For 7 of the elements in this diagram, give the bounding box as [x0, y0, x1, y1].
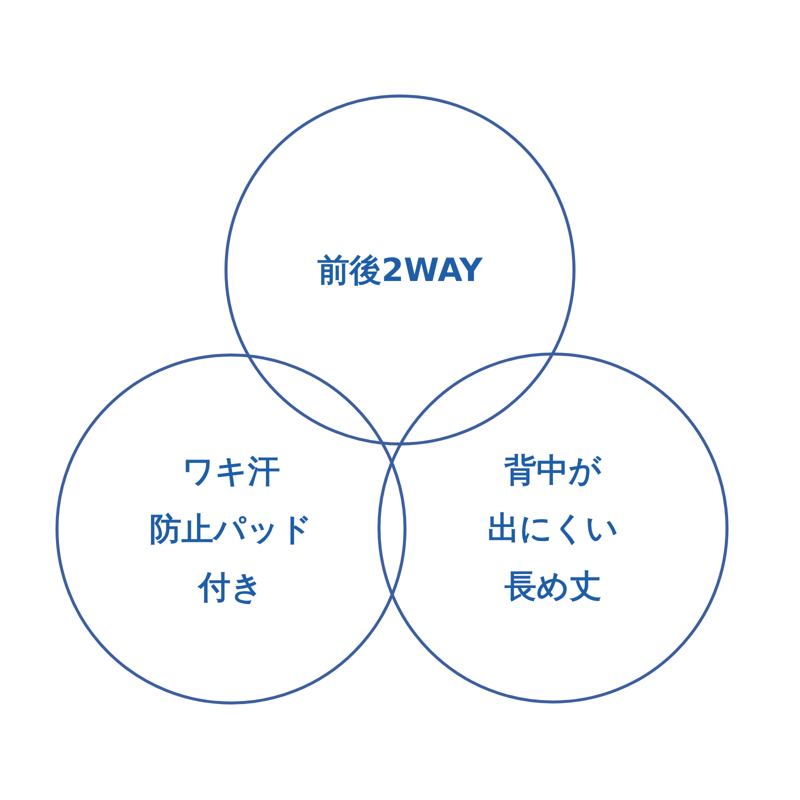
circle-label: 背中が — [504, 450, 602, 490]
circle-label: 防止パッド — [150, 509, 312, 549]
circle-label: ワキ汗 — [182, 451, 280, 491]
circle-label: 前後2WAY — [318, 250, 482, 290]
circle-label: 付き — [198, 567, 264, 607]
circle-label: 出にくい — [488, 508, 618, 548]
circle-label: 長め丈 — [504, 566, 602, 606]
